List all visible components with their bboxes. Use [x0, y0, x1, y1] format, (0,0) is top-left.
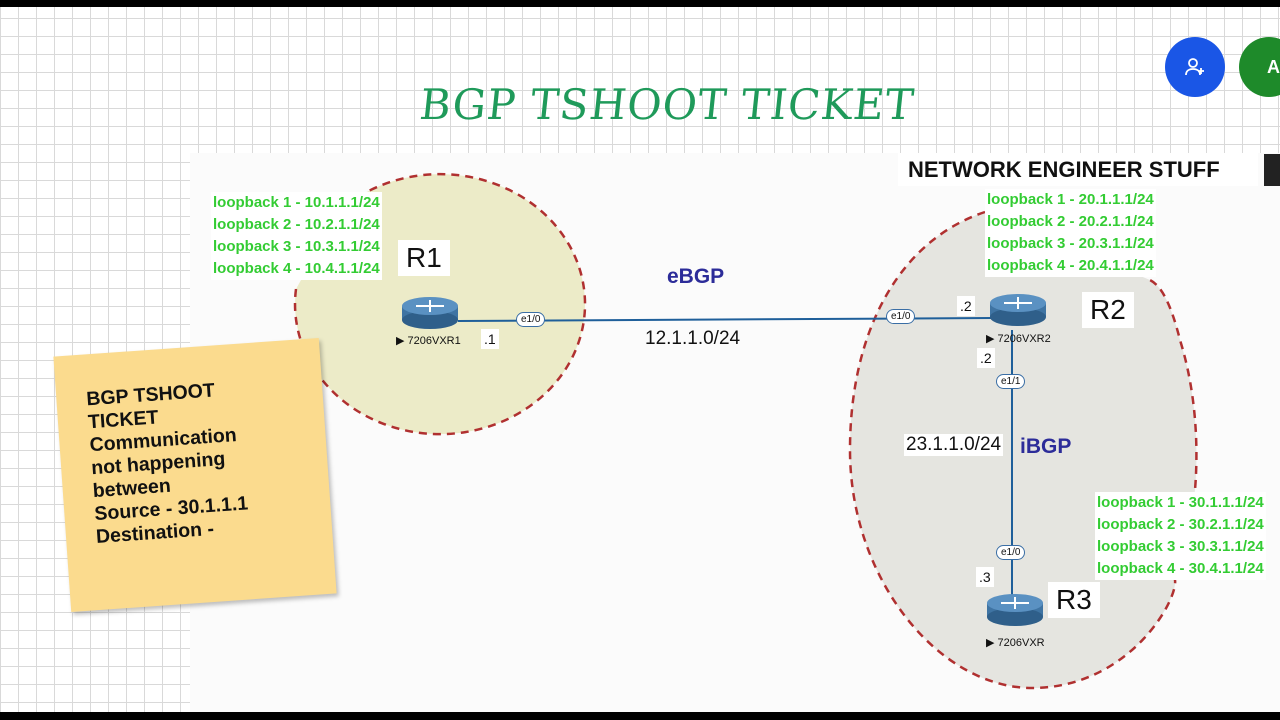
r3-loopback-1: loopback 1 - 30.1.1.1/24: [1095, 492, 1266, 514]
r2-loopback-4: loopback 4 - 20.4.1.1/24: [985, 255, 1156, 277]
brand-label: NETWORK ENGINEER STUFF: [898, 153, 1258, 186]
r2-loopback-3: loopback 3 - 20.3.1.1/24: [985, 233, 1156, 255]
router-r3-icon[interactable]: [987, 594, 1043, 626]
r3-loopback-2: loopback 2 - 30.2.1.1/24: [1095, 514, 1266, 536]
add-person-button[interactable]: [1165, 37, 1225, 97]
top-border: [0, 0, 1280, 7]
r3-router-name: ▶ 7206VXR: [986, 637, 1045, 649]
r1-loopback-1: loopback 1 - 10.1.1.1/24: [211, 192, 382, 214]
r3-label: R3: [1048, 582, 1100, 618]
r3-loopback-3: loopback 3 - 30.3.1.1/24: [1095, 536, 1266, 558]
router-r1-icon[interactable]: [402, 297, 458, 329]
r1-label: R1: [398, 240, 450, 276]
r2-r3-network: 23.1.1.0/24: [904, 434, 1004, 456]
r2-interface-e1-1[interactable]: e1/1: [996, 374, 1026, 389]
r1-loopback-2: loopback 2 - 10.2.1.1/24: [211, 214, 382, 236]
r1-router-name: ▶ 7206VXR1: [396, 335, 461, 347]
ebgp-label: eBGP: [667, 265, 725, 288]
r2-ip-down: .2: [977, 348, 995, 368]
r1-ip-tag: .1: [481, 329, 499, 349]
r2-label: R2: [1082, 292, 1134, 328]
router-r2-icon[interactable]: [990, 294, 1046, 326]
r1-r2-network: 12.1.1.0/24: [645, 328, 741, 349]
sticky-note[interactable]: BGP TSHOOT TICKET Communication not happ…: [53, 338, 337, 612]
r2-ip-left: .2: [957, 296, 975, 316]
add-person-icon: [1185, 58, 1204, 76]
account-avatar[interactable]: AC: [1239, 37, 1280, 97]
ibgp-label: iBGP: [1020, 435, 1072, 458]
r1-interface-e1-0[interactable]: e1/0: [516, 312, 546, 327]
r3-ip-tag: .3: [976, 567, 994, 587]
brand-edge: [1264, 154, 1280, 186]
r2-loopback-2: loopback 2 - 20.2.1.1/24: [985, 211, 1156, 233]
r1-loopback-4: loopback 4 - 10.4.1.1/24: [211, 258, 382, 280]
r2-loopback-1: loopback 1 - 20.1.1.1/24: [985, 189, 1156, 211]
bottom-border: [0, 712, 1280, 720]
r3-loopback-4: loopback 4 - 30.4.1.1/24: [1095, 558, 1266, 580]
account-initials: AC: [1267, 56, 1280, 77]
r3-interface-e1-0[interactable]: e1/0: [996, 545, 1026, 560]
r2-interface-e1-0[interactable]: e1/0: [886, 309, 916, 324]
r2-router-name: ▶ 7206VXR2: [986, 333, 1051, 345]
r1-loopback-3: loopback 3 - 10.3.1.1/24: [211, 236, 382, 258]
